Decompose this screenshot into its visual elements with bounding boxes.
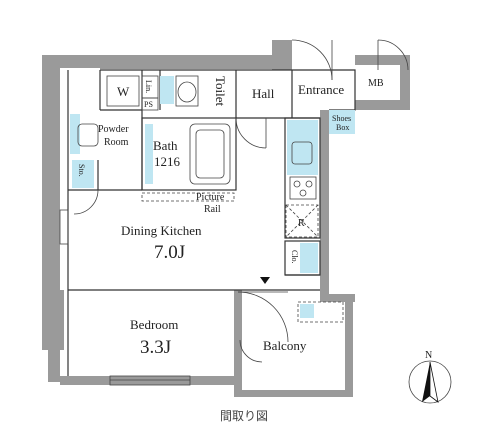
stove bbox=[289, 176, 317, 200]
hall-label: Hall bbox=[252, 86, 275, 101]
north-compass-icon: N bbox=[408, 350, 452, 404]
toilet-label: Toilet bbox=[213, 76, 228, 107]
kitchen-sink bbox=[291, 141, 313, 165]
compass-label: N bbox=[425, 350, 432, 361]
ps-label: PS bbox=[144, 100, 153, 109]
shoes-box-label-2: Box bbox=[336, 123, 349, 132]
bathtub bbox=[189, 123, 231, 185]
doors bbox=[73, 39, 409, 363]
shoes-box-label-1: Shoes bbox=[332, 114, 351, 123]
picture-rail-label-1: Picture bbox=[196, 192, 225, 203]
exterior-walls bbox=[42, 40, 410, 397]
refrigerator-label: R bbox=[298, 218, 305, 229]
entrance-label: Entrance bbox=[298, 82, 344, 97]
linen-label: Lin. bbox=[144, 80, 153, 93]
bath-label: Bath bbox=[153, 138, 178, 153]
dining-kitchen-size: 7.0J bbox=[154, 242, 185, 263]
bath-size-label: 1216 bbox=[154, 154, 181, 169]
powder-sink bbox=[77, 123, 99, 147]
balcony-label: Balcony bbox=[263, 338, 307, 353]
washer-label: W bbox=[117, 84, 130, 99]
storage-left-label: Sto. bbox=[77, 164, 86, 177]
dining-kitchen-label: Dining Kitchen bbox=[121, 223, 202, 238]
fixtures bbox=[70, 75, 355, 323]
bedroom-size: 3.3J bbox=[140, 337, 171, 358]
mb-label: MB bbox=[368, 78, 384, 89]
picture-rail-label-2: Rail bbox=[204, 204, 221, 215]
bedroom-label: Bedroom bbox=[130, 317, 178, 332]
toilet-bowl bbox=[177, 81, 197, 103]
powder-room-label-1: Powder bbox=[98, 124, 129, 135]
powder-room-label-2: Room bbox=[104, 137, 129, 148]
closet-label: Clo. bbox=[290, 250, 299, 264]
interior-walls bbox=[59, 69, 356, 386]
plan-caption: 間取り図 bbox=[220, 409, 268, 423]
room-labels: Entrance MB Shoes Box Hall Toilet W Lin.… bbox=[77, 76, 384, 358]
washer-pan bbox=[106, 75, 140, 107]
